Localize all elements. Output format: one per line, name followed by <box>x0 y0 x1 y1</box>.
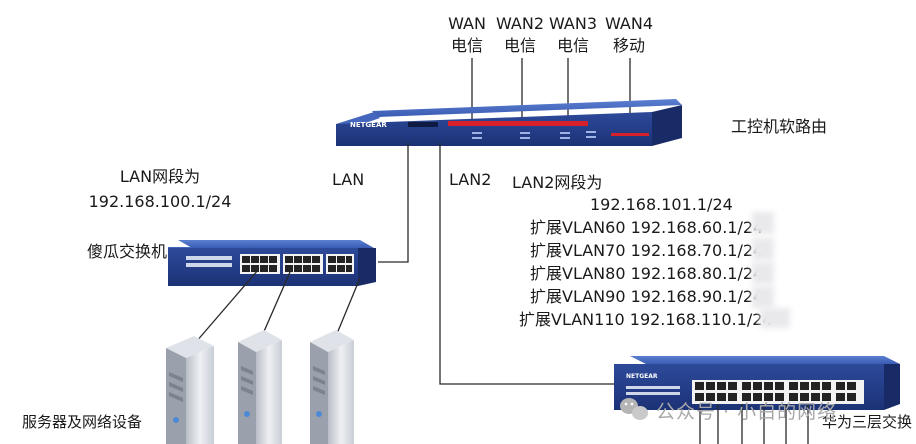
lan2-link <box>439 143 614 385</box>
lan-link <box>378 143 409 263</box>
router-label: 工控机软路由 <box>731 117 828 136</box>
router-brand-logo: NETGEAR <box>350 121 387 129</box>
l3-switch-label: 华为三层交换 <box>822 413 913 431</box>
vlan-60-label: 扩展VLAN60 192.168.60.1/24 <box>530 218 764 237</box>
redaction-blur-4 <box>752 286 774 308</box>
lan2-link-label: LAN2 <box>449 170 492 189</box>
l3-switch-device: NETGEAR <box>614 356 900 410</box>
server-3 <box>310 330 354 444</box>
vlan-70-label: 扩展VLAN70 192.168.70.1/24 <box>530 241 764 260</box>
vlan-110-label: 扩展VLAN110 192.168.110.1/24 <box>519 310 773 329</box>
lan2-segment-network: 192.168.101.1/24 <box>590 195 733 214</box>
lan-link-label: LAN <box>332 170 365 189</box>
dumb-switch-label: 傻瓜交换机 <box>87 242 168 261</box>
server-2 <box>238 330 282 444</box>
lan-segment-label: LAN网段为 192.168.100.1/24 <box>88 167 232 211</box>
l3-switch-downlinks <box>699 404 809 444</box>
redaction-blur-1 <box>752 212 774 234</box>
redaction-blur-5 <box>760 308 790 328</box>
router-device: NETGEAR <box>336 99 682 146</box>
redaction-blur-2 <box>752 238 774 260</box>
wechat-icon <box>620 398 648 420</box>
servers-label: 服务器及网络设备 <box>22 413 143 431</box>
server-links <box>195 269 361 343</box>
redaction-blur-3 <box>752 262 774 284</box>
watermark-text: 公众号 · 小白的网络 <box>656 401 838 423</box>
vlan-80-label: 扩展VLAN80 192.168.80.1/24 <box>530 264 764 283</box>
lan2-segment-title: LAN2网段为 <box>512 173 603 192</box>
l3-switch-brand-logo: NETGEAR <box>626 373 658 380</box>
server-1 <box>166 336 214 444</box>
dumb-switch-brand-logo: NETGEAR <box>129 239 162 246</box>
dumb-switch-device: NETGEAR <box>129 239 376 286</box>
vlan-90-label: 扩展VLAN90 192.168.90.1/24 <box>530 287 764 306</box>
